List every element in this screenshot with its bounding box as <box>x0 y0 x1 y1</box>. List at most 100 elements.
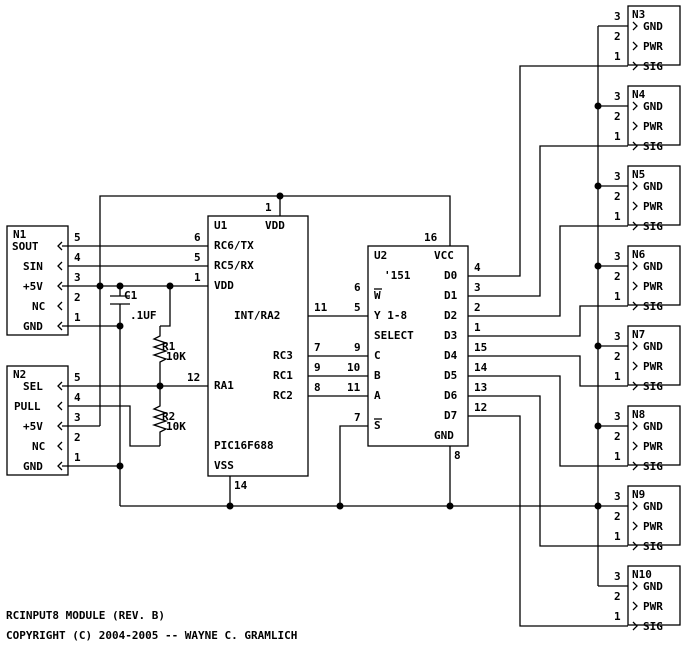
n1-pin5-num: 5 <box>74 231 81 244</box>
u2-pin3: 3 <box>474 281 481 294</box>
servo-pin-name: PWR <box>643 520 663 533</box>
u2-ref: U2 <box>374 249 387 262</box>
servo-pin-num: 3 <box>614 570 621 583</box>
servo-ref: N6 <box>632 248 646 261</box>
servo-pin-arrow <box>632 461 638 471</box>
servo-pin-name: GND <box>643 20 663 33</box>
servo-pin-num: 3 <box>614 10 621 23</box>
u1-pin8: 8 <box>314 381 321 394</box>
u2-b-label: B <box>374 369 381 382</box>
u2-pin10: 10 <box>347 361 360 374</box>
u1-vss: VSS <box>214 459 234 472</box>
r2-ref: R2 <box>162 410 175 423</box>
u2-d7: D7 <box>444 409 457 422</box>
u2-pin15: 15 <box>474 341 487 354</box>
servo-pin-arrow <box>632 441 638 451</box>
servo-pin-num: 2 <box>614 110 621 123</box>
u1-pin7: 7 <box>314 341 321 354</box>
servo-pin-num: 3 <box>614 490 621 503</box>
connector-n1: N1 SOUT SIN +5V NC GND 5 4 3 2 1 <box>6 225 81 336</box>
servo-pin-arrow <box>632 521 638 531</box>
servo-ref: N9 <box>632 488 645 501</box>
u2-pin1: 1 <box>474 321 481 334</box>
u1-pin6: 6 <box>194 231 201 244</box>
capacitor-c1: C1 .1UF <box>110 286 157 326</box>
servo-pin-arrow <box>632 601 638 611</box>
u2-pin6: 6 <box>354 281 361 294</box>
title-line-2: COPYRIGHT (C) 2004-2005 -- WAYNE C. GRAM… <box>6 629 297 642</box>
u2-pin5: 5 <box>354 301 361 314</box>
servo-pin-num: 1 <box>614 50 621 63</box>
servo-pin-name: GND <box>643 260 663 273</box>
servo-pin-name: GND <box>643 340 663 353</box>
servo-pin-num: 2 <box>614 270 621 283</box>
n1-pin4-name: SIN <box>23 260 43 273</box>
servo-pin-name: PWR <box>643 200 663 213</box>
u1-rc2-label: RC2 <box>273 389 293 402</box>
n2-pin2-num: 2 <box>74 431 81 444</box>
servo-pin-arrow <box>632 421 638 431</box>
u2-pin13: 13 <box>474 381 487 394</box>
u2-y-label: Y 1-8 <box>374 309 407 322</box>
junction-dots <box>96 102 602 510</box>
resistor-r2: R2 10K <box>151 386 186 446</box>
u2-vcc: VCC <box>434 249 454 262</box>
n1-pin2-name: NC <box>32 300 45 313</box>
servo-pin-arrow <box>632 301 638 311</box>
u2-pin8: 8 <box>454 449 461 462</box>
u2-d0: D0 <box>444 269 457 282</box>
servo-pin-name: PWR <box>643 40 663 53</box>
n1-pin4-num: 4 <box>74 251 81 264</box>
u1-rc1-label: RC1 <box>273 369 293 382</box>
servo-pin-num: 1 <box>614 530 621 543</box>
connector-n2: N2 SEL PULL +5V NC GND 5 4 3 2 1 <box>6 365 81 476</box>
u2-pin16: 16 <box>424 231 438 244</box>
c1-ref: C1 <box>124 289 138 302</box>
u2-pin9: 9 <box>354 341 361 354</box>
servo-pin-arrow <box>632 501 638 511</box>
u1-rc6-label: RC6/TX <box>214 239 254 252</box>
servo-pin-num: 3 <box>614 410 621 423</box>
servo-ref: N7 <box>632 328 645 341</box>
n2-pin5-name: SEL <box>23 380 43 393</box>
u1-vdd-label: VDD <box>214 279 234 292</box>
servo-pin-name: PWR <box>643 600 663 613</box>
u2-select-label: SELECT <box>374 329 414 342</box>
n1-pin5-name: SOUT <box>12 240 39 253</box>
n1-pin3-name: +5V <box>23 280 43 293</box>
n2-pin1-num: 1 <box>74 451 81 464</box>
r1-value: 10K <box>166 350 186 363</box>
servo-pin-arrow <box>632 581 638 591</box>
servo-pin-num: 2 <box>614 510 621 523</box>
servo-pin-name: PWR <box>643 120 663 133</box>
u1-vdd-top: VDD <box>265 219 285 232</box>
u1-pin-top: 1 <box>265 201 272 214</box>
servo-pin-arrow <box>632 181 638 191</box>
servo-pin-num: 2 <box>614 30 621 43</box>
servo-pin-name: SIG <box>643 620 663 633</box>
u1-rc5-label: RC5/RX <box>214 259 254 272</box>
servo-pin-name: SIG <box>643 300 663 313</box>
chip-u1: U1 VDD 1 RC6/TX RC5/RX VDD RA1 6 5 1 12 … <box>187 201 328 492</box>
u2-gnd: GND <box>434 429 454 442</box>
servo-pin-num: 1 <box>614 370 621 383</box>
servo-ref: N8 <box>632 408 645 421</box>
servo-pin-num: 2 <box>614 350 621 363</box>
u2-d6: D6 <box>444 389 458 402</box>
c1-value: .1UF <box>130 309 157 322</box>
n1-pin1-name: GND <box>23 320 43 333</box>
servo-pin-arrow <box>632 541 638 551</box>
chip-u2: U2 VCC 16 '151 W Y 1-8 SELECT C B A S 6 … <box>347 231 488 462</box>
connector-arrows-left <box>57 241 63 471</box>
servo-connectors: N3GND3PWR2SIG1N4GND3PWR2SIG1N5GND3PWR2SI… <box>614 5 681 633</box>
servo-pin-num: 2 <box>614 430 621 443</box>
n2-pin1-name: GND <box>23 460 43 473</box>
n1-pin2-num: 2 <box>74 291 81 304</box>
u2-part: '151 <box>384 269 411 282</box>
u1-pin14: 14 <box>234 479 248 492</box>
u2-d2: D2 <box>444 309 457 322</box>
servo-pin-num: 3 <box>614 330 621 343</box>
